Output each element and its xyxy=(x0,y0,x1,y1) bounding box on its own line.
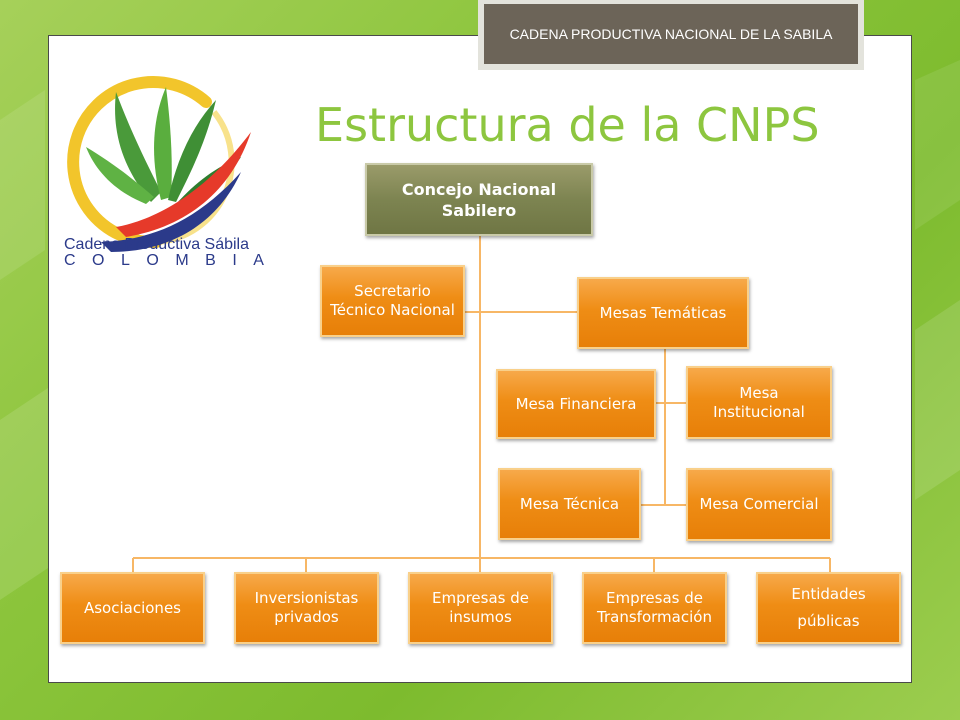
node-entidades-publicas-text: Entidades públicas xyxy=(791,585,865,631)
logo-text-name: Cadena Productiva Sábila xyxy=(64,236,250,253)
header-banner-text: CADENA PRODUCTIVA NACIONAL DE LA SABILA xyxy=(484,4,858,64)
node-mesa-financiera-label: Mesa Financiera xyxy=(515,394,637,413)
node-mesa-tecnica: Mesa Técnica xyxy=(498,468,641,540)
cadena-sabila-logo-icon xyxy=(67,76,251,252)
node-empresas-transformacion-label: Empresas de Transformación xyxy=(597,589,712,626)
node-mesas-tematicas-label: Mesas Temáticas xyxy=(599,303,727,322)
node-concejo-nacional: Concejo Nacional Sabilero xyxy=(365,163,593,236)
node-mesa-institucional: Mesa Institucional xyxy=(686,366,832,439)
node-empresas-transformacion: Empresas de Transformación xyxy=(582,572,727,644)
node-entidades-publicas-line1: Entidades xyxy=(791,585,866,603)
node-mesa-institucional-label: Mesa Institucional xyxy=(713,383,805,421)
node-secretario-tecnico: Secretario Técnico Nacional xyxy=(320,265,465,337)
node-inversionistas-privados: Inversionistas privados xyxy=(234,572,379,644)
node-asociaciones-label: Asociaciones xyxy=(83,598,181,617)
node-entidades-publicas: Entidades públicas xyxy=(756,572,901,644)
header-banner: CADENA PRODUCTIVA NACIONAL DE LA SABILA xyxy=(478,0,864,70)
node-concejo-nacional-label: Concejo Nacional Sabilero xyxy=(401,179,557,220)
node-entidades-publicas-line2: públicas xyxy=(797,612,860,630)
logo-text-country: COLOMBIA xyxy=(64,252,281,269)
node-mesa-comercial: Mesa Comercial xyxy=(686,468,832,541)
node-empresas-insumos-label: Empresas de insumos xyxy=(431,589,530,626)
page-title: Estructura de la CNPS xyxy=(315,98,820,152)
node-secretario-tecnico-label: Secretario Técnico Nacional xyxy=(330,282,455,319)
node-empresas-insumos: Empresas de insumos xyxy=(408,572,553,644)
node-mesa-financiera: Mesa Financiera xyxy=(496,369,656,439)
node-mesas-tematicas: Mesas Temáticas xyxy=(577,277,749,349)
node-asociaciones: Asociaciones xyxy=(60,572,205,644)
node-mesa-tecnica-label: Mesa Técnica xyxy=(519,494,620,513)
node-mesa-comercial-label: Mesa Comercial xyxy=(699,495,819,513)
node-inversionistas-privados-label: Inversionistas privados xyxy=(254,589,359,626)
